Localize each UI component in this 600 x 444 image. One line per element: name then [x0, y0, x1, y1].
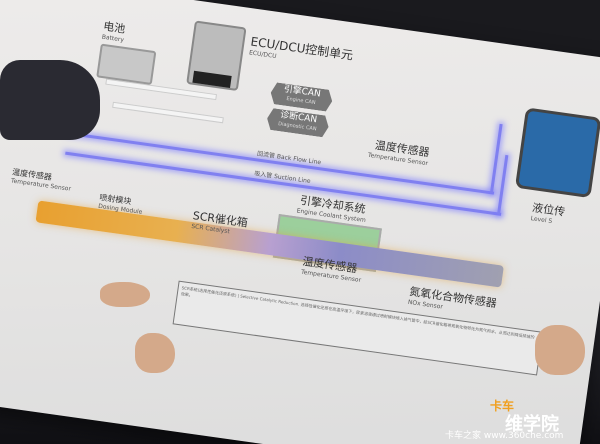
- battery-group: 电池 Battery: [96, 18, 160, 86]
- ecu-connector: [192, 70, 232, 88]
- ecu-label-group: ECU/DCU控制单元 ECU/DCU: [249, 32, 355, 70]
- ecu-unit-icon: [186, 20, 247, 92]
- engine-can-tag: 引擎CAN Engine CAN: [269, 82, 333, 112]
- engine-part-icon: [0, 60, 100, 140]
- watermark-brand-large: 维学院: [505, 414, 559, 435]
- diagnostic-can-tag: 诊断CAN Diagnostic CAN: [266, 108, 330, 138]
- adblue-tank-icon: [514, 107, 600, 199]
- suction-riser: [497, 154, 509, 215]
- level-sensor-group: 液位传 Level S: [530, 199, 566, 226]
- temp-sensor-left-group: 温度传感器 Temperature Sensor: [10, 167, 72, 192]
- temp-sensor-top-group: 温度传感器 Temperature Sensor: [367, 136, 430, 167]
- exhaust-pipe: [35, 200, 504, 288]
- visitor-hand-right: [535, 325, 585, 375]
- visitor-hand-center: [135, 333, 175, 373]
- nox-sensor-group: 氮氧化合物传感器 NOx Sensor: [407, 283, 497, 318]
- watermark-brand-small: 卡车: [490, 399, 515, 413]
- visitor-hand-left: [100, 282, 150, 307]
- sensor-wire: [112, 101, 224, 124]
- watermark-site: 卡车之家 www.360che.com: [445, 431, 564, 441]
